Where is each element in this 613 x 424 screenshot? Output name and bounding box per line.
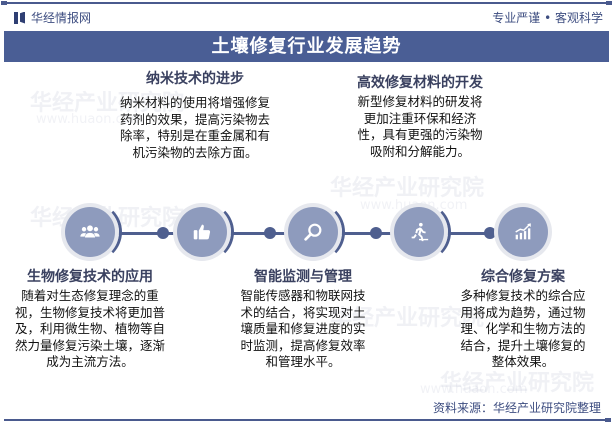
page-title: 土壤修复行业发展趋势 (4, 31, 609, 62)
trend-description: 智能传感器和物联网技术的结合，将实现对土壤质量和修复进度的实时监测，提高修复效率… (240, 288, 366, 369)
running-person-icon (411, 222, 429, 242)
trend-block-integrated: 综合修复方案 多种修复技术的综合应用将成为趋势，通过物理、化学和生物方法的结合，… (448, 266, 598, 371)
trend-title: 智能监测与管理 (254, 269, 352, 285)
trend-block-materials: 高效修复材料的开发 新型修复材料的研发将更加注重环保和经济性，具有更强的污染物吸… (340, 72, 500, 160)
connector-dot (484, 227, 496, 239)
connector (230, 232, 290, 235)
trend-title: 综合修复方案 (481, 269, 565, 285)
node-materials (394, 207, 444, 257)
node-arc (391, 202, 451, 262)
node-bio (65, 207, 115, 257)
node-nano (177, 207, 227, 257)
watermark: 华经产业研究院 (330, 176, 485, 201)
trend-block-monitoring: 智能监测与管理 智能传感器和物联网技术的结合，将实现对土壤质量和修复进度的实时监… (228, 266, 378, 371)
source-note: 资料来源：华经产业研究院整理 (432, 401, 601, 415)
trend-description: 新型修复材料的研发将更加注重环保和经济性，具有更强的污染物吸附和分解能力。 (357, 94, 483, 159)
connector-dot (264, 227, 276, 239)
node-monitoring (288, 207, 338, 257)
connector (118, 232, 186, 235)
node-arc (62, 202, 122, 262)
node-integrated (498, 207, 548, 257)
trend-title: 高效修复材料的开发 (357, 75, 483, 91)
top-border (1, 1, 612, 5)
brand: 华经情报网 (14, 9, 91, 26)
connector-dot (157, 227, 169, 239)
brand-logo-icon (14, 11, 25, 24)
slogan: 专业严谨 • 客观科学 (492, 11, 603, 25)
brand-name: 华经情报网 (31, 11, 92, 25)
connector-dot (370, 227, 382, 239)
thumbs-up-icon (193, 224, 211, 240)
people-group-icon (80, 225, 100, 238)
bottom-border (4, 418, 611, 422)
trend-block-nano: 纳米技术的进步 纳米材料的使用将增强修复药剂的效果，提高污染物去除率，特别是在重… (120, 72, 270, 161)
trend-description: 随着对生态修复理念的重视，生物修复技术将更加普及，利用微生物、植物等自然力量修复… (14, 288, 165, 369)
trend-title: 纳米技术的进步 (146, 71, 244, 87)
connector (446, 232, 501, 235)
connector (340, 232, 395, 235)
trend-description: 多种修复技术的综合应用将成为趋势，通过物理、化学和生物方法的结合，提升土壤修复的… (460, 288, 586, 369)
trend-block-bio: 生物修复技术的应用 随着对生态修复理念的重视，生物修复技术将更加普及，利用微生物… (5, 266, 175, 371)
trend-description: 纳米材料的使用将增强修复药剂的效果，提高污染物去除率，特别是在重金属和有机污染物… (120, 95, 271, 160)
watermark-url: www.huaon.com (420, 382, 528, 397)
trend-title: 生物修复技术的应用 (27, 269, 153, 285)
node-arc (174, 202, 234, 262)
magnifier-icon (304, 223, 322, 241)
growth-chart-icon (515, 223, 531, 240)
node-arc (285, 202, 345, 262)
